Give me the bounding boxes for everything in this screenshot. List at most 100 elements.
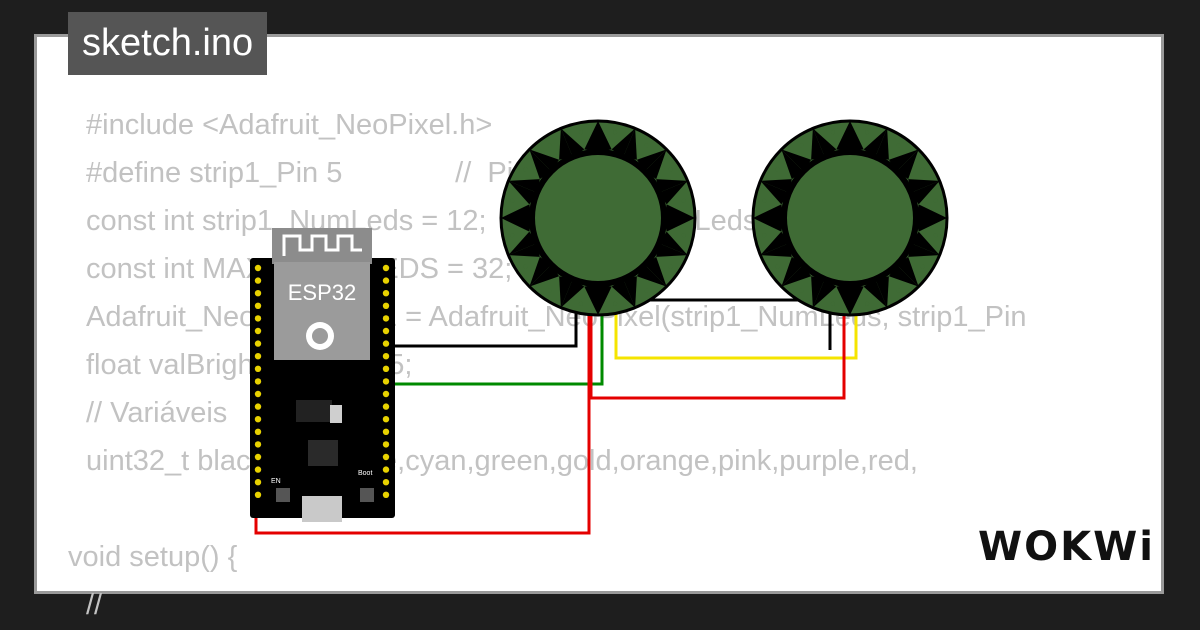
pin[interactable] [254,466,262,473]
led-pixel [523,167,528,172]
ring-hole [529,149,667,287]
pin[interactable] [254,403,262,410]
ring-separator [760,231,790,256]
pin[interactable] [254,290,262,297]
pin[interactable] [254,340,262,347]
pin[interactable] [254,353,262,360]
led-pixel [510,233,515,238]
led-pixel [523,264,528,269]
neopixel-ring-1[interactable] [499,119,697,317]
wires [254,298,858,535]
ring-separator [910,231,940,256]
ring-separator [781,256,804,287]
ring-separator [781,149,804,180]
pin[interactable] [254,327,262,335]
pin[interactable] [382,378,390,385]
pin[interactable] [382,491,390,498]
ring-separator [753,204,784,218]
led-pixel [668,264,673,269]
led-pixel [578,301,583,306]
espressif-logo-inner [312,328,328,344]
code-line: void setup() { [68,541,238,573]
pin[interactable] [254,491,262,498]
pin[interactable] [254,378,262,385]
led-pixel [896,288,901,293]
pin[interactable] [382,466,390,473]
pin[interactable] [254,277,262,284]
pin[interactable] [382,315,390,322]
ring-separator [584,121,598,152]
en-button[interactable] [276,488,290,502]
ring-separator [644,149,667,180]
ring-separator [611,128,636,158]
usb-chip [308,440,338,466]
ring-separator [636,149,667,172]
ring-separator [908,179,940,193]
pin[interactable] [254,416,262,423]
led-pixel [547,288,552,293]
pin[interactable] [254,453,262,461]
led-pixel [644,288,649,293]
ring-separator [916,218,947,232]
pin[interactable] [382,428,390,435]
ring-separator [529,264,560,287]
pin[interactable] [382,416,390,423]
pin[interactable] [382,277,390,284]
esp32-board[interactable]: ESP32 EN Boot [250,228,395,522]
ring-separator [896,149,919,180]
pin[interactable] [382,353,390,360]
ring-separator [760,243,792,257]
pin[interactable] [382,340,390,347]
ring-separator [529,149,560,172]
ring-separator [508,179,540,193]
pin[interactable] [254,390,262,398]
ring-separator [644,256,667,287]
wire-yellow [614,300,858,360]
ring-separator [760,179,792,193]
pin[interactable] [382,390,390,398]
wire-green [386,300,604,386]
ring-separator [888,149,919,172]
led-pixel [644,143,649,148]
ring-separator [664,218,695,232]
sketch-title: sketch.ino [68,12,268,75]
pin[interactable] [382,302,390,309]
led-pixel [799,288,804,293]
ring-separator [781,264,812,287]
pin[interactable] [382,403,390,410]
pin[interactable] [254,365,262,372]
ring-separator [850,121,864,152]
ring-outline [499,119,697,317]
pin[interactable] [254,264,262,272]
led-pixel [933,198,938,203]
pin-header-left [254,264,262,498]
ring-separator [863,278,888,308]
ring-separator [760,180,790,205]
neopixel-ring-2[interactable] [751,119,949,317]
pin[interactable] [382,365,390,372]
usb-port [302,496,342,522]
pin[interactable] [382,479,390,486]
pin[interactable] [382,264,390,272]
led-pixel [681,198,686,203]
ring-separator [636,264,667,287]
ring-separator [529,256,552,287]
pin[interactable] [382,327,390,335]
led-pixel [896,143,901,148]
pin[interactable] [254,315,262,322]
ring-separator [916,204,947,218]
pin[interactable] [254,441,262,448]
pin[interactable] [254,479,262,486]
antenna-trace [282,234,362,256]
boot-button[interactable] [360,488,374,502]
pin[interactable] [382,441,390,448]
pin[interactable] [382,453,390,461]
pin[interactable] [382,290,390,297]
pin[interactable] [254,302,262,309]
ring-separator [508,180,538,205]
pin[interactable] [254,428,262,435]
ring-separator [658,180,688,205]
led-pixel [830,130,835,135]
ring-separator [611,278,636,308]
ring-separator [508,243,540,257]
